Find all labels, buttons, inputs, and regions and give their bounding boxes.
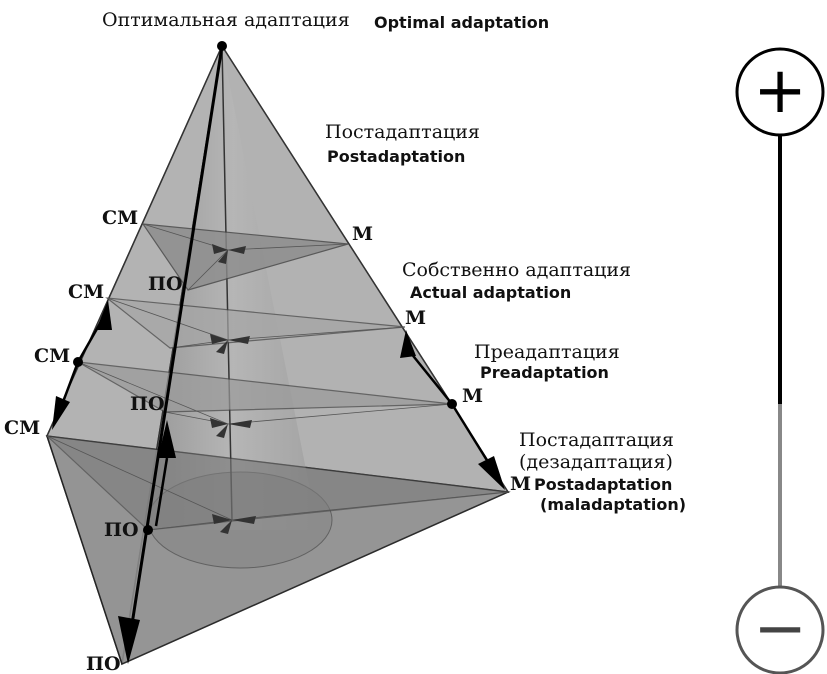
label-cm-1: СМ — [102, 207, 138, 229]
label-m-2: М — [405, 307, 426, 329]
po-dot — [143, 525, 153, 535]
stage-3-ru: Преадаптация — [474, 341, 620, 363]
label-po-3: ПО — [104, 519, 139, 541]
label-po-4: ПО — [86, 653, 121, 674]
stage-4-en2: (maladaptation) — [540, 495, 686, 514]
label-cm-4: СМ — [4, 417, 40, 439]
vertex-dots — [73, 41, 457, 535]
arrow-m-up — [400, 330, 416, 358]
arrow-down-po — [118, 616, 140, 664]
section-maladaptation — [45, 435, 509, 531]
stage-labels: Оптимальная адаптация Optimal adaptation… — [102, 9, 686, 514]
stage-2-en: Actual adaptation — [410, 283, 571, 302]
vertex-labels: СМ СМ СМ СМ М М М М ПО ПО ПО ПО — [4, 207, 531, 674]
cm-dot — [73, 357, 83, 367]
stage-4-ru: Постадаптация — [519, 429, 674, 451]
label-po-1: ПО — [148, 273, 183, 295]
plus-circle — [735, 47, 825, 137]
adaptation-scale: + − — [735, 47, 825, 674]
arrow-m-down — [478, 456, 505, 490]
m-dot — [447, 399, 457, 409]
label-po-2: ПО — [130, 393, 165, 415]
stage-4-ru2: (дезадаптация) — [519, 451, 673, 473]
minus-circle — [735, 585, 825, 674]
stage-4-en: Postadaptation — [534, 475, 672, 494]
label-m-1: М — [352, 223, 373, 245]
stage-2-ru: Собственно адаптация — [402, 259, 631, 281]
label-cm-2: СМ — [68, 281, 104, 303]
minus-icon: − — [753, 592, 807, 666]
axis-arrows — [52, 45, 505, 664]
stage-1-en: Postadaptation — [327, 147, 465, 166]
section-postadaptation-top — [141, 223, 349, 291]
label-m-4: М — [510, 473, 531, 495]
stage-1-ru: Постадаптация — [325, 121, 480, 143]
label-cm-3: СМ — [34, 345, 70, 367]
stage-3-en: Preadaptation — [480, 363, 609, 382]
apex-dot — [217, 41, 227, 51]
apex-label-ru: Оптимальная адаптация — [102, 9, 350, 31]
label-m-3: М — [462, 385, 483, 407]
arrow-up-po — [158, 420, 176, 458]
arrow-cm-down — [52, 396, 70, 430]
apex-label-en: Optimal adaptation — [374, 13, 549, 32]
plus-icon: + — [753, 54, 807, 128]
